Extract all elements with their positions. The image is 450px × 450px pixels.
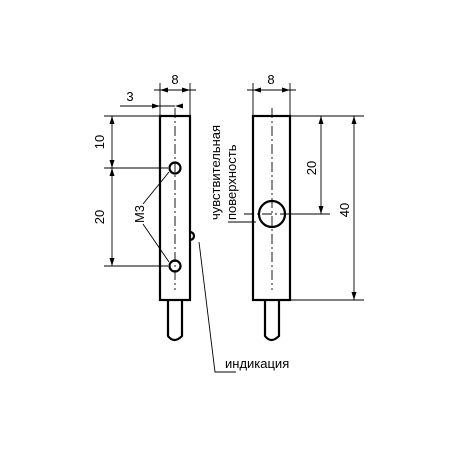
dim-left-spacing: 20: [92, 210, 107, 224]
dim-left-width: 8: [171, 72, 178, 87]
right-sensor-body: [251, 114, 292, 302]
mounting-hole-top: [168, 161, 182, 175]
label-sensing-line2: поверхность: [224, 144, 239, 220]
indication-leader: [198, 241, 236, 373]
indicator-led: [189, 230, 196, 242]
dim-left-top: 10: [92, 135, 107, 149]
label-thread: M3: [132, 205, 147, 223]
right-cable: [263, 300, 281, 342]
dim-right-length: 40: [337, 203, 352, 217]
label-indication: индикация: [225, 356, 289, 371]
left-cable: [166, 300, 184, 342]
sensing-surface: [257, 199, 287, 229]
dim-right-width: 8: [267, 72, 274, 87]
right-view: 8 20 40: [244, 72, 364, 342]
dim-left-offset: 3: [126, 89, 133, 104]
label-sensing-line1: чувствительная: [208, 125, 223, 220]
mounting-hole-bottom: [168, 259, 182, 273]
left-view: 8 3 10 20 M3: [92, 72, 196, 342]
dim-right-sensing-pos: 20: [304, 161, 319, 175]
